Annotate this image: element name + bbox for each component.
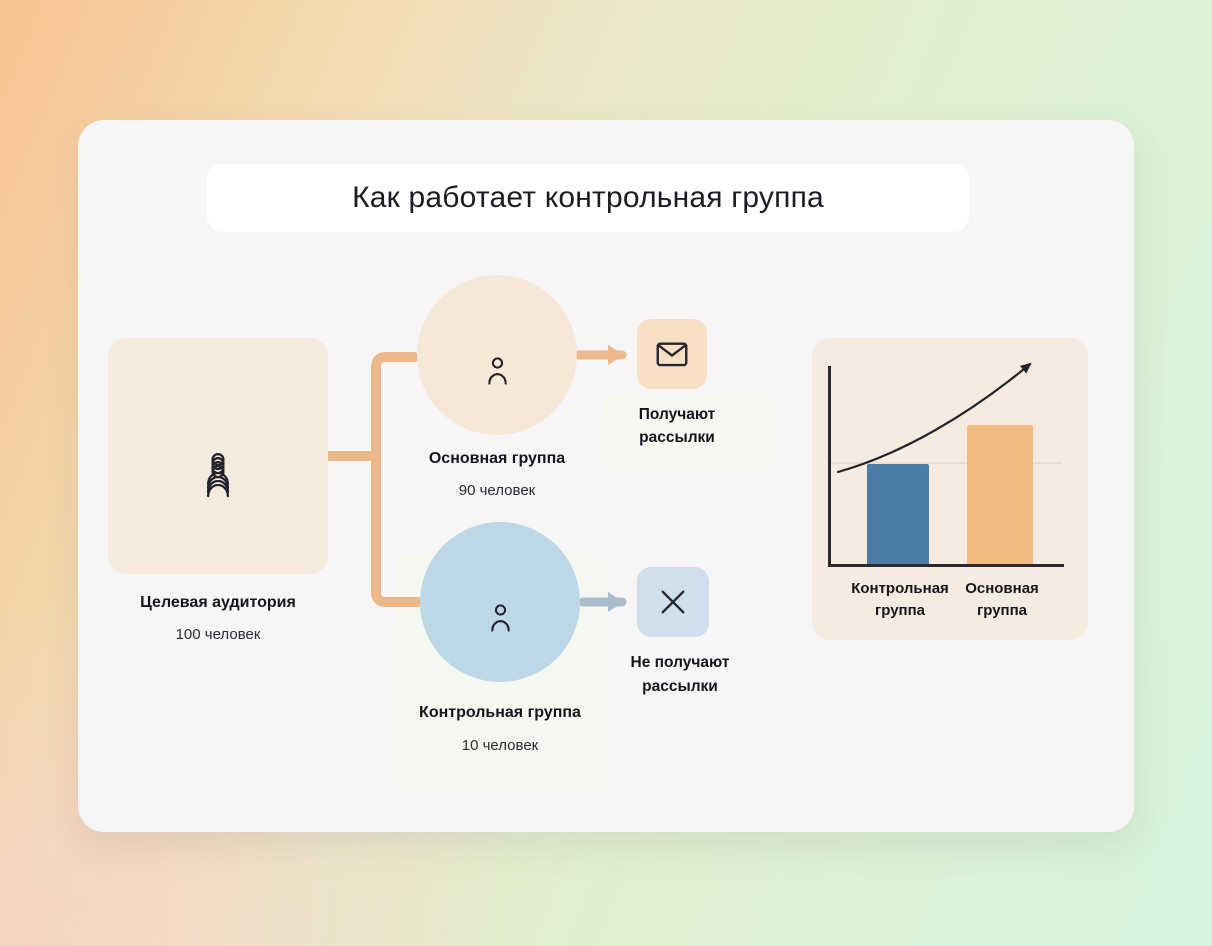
chart-x-axis bbox=[828, 564, 1064, 567]
title-box: Как работает контрольная группа bbox=[207, 164, 969, 232]
chart-y-axis bbox=[828, 366, 831, 566]
highlight-patch bbox=[604, 396, 776, 470]
control-group-bar bbox=[867, 464, 929, 564]
person-icon bbox=[487, 357, 507, 385]
chart-plot-area bbox=[830, 368, 1062, 564]
main-group-label: Основная группа bbox=[428, 450, 566, 467]
control-group-count: 10 человек bbox=[461, 737, 539, 754]
main-group-bar bbox=[967, 424, 1033, 564]
person-icon bbox=[490, 604, 510, 632]
person-icon bbox=[207, 465, 229, 498]
control-group-label: Контрольная группа bbox=[419, 704, 581, 721]
main-bar-label: Основная группа bbox=[965, 580, 1039, 619]
audience-count: 100 человек bbox=[175, 626, 261, 643]
trend-arrow-icon bbox=[836, 362, 1032, 474]
main-group-count: 90 человек bbox=[458, 482, 536, 499]
control-group-circle bbox=[420, 522, 580, 682]
audience-label: Целевая аудитория bbox=[140, 594, 296, 611]
flow-connector-layer bbox=[323, 345, 627, 612]
target-audience-box bbox=[108, 338, 328, 574]
page-title: Как работает контрольная группа bbox=[352, 181, 824, 214]
infographic-card: Как работает контрольная группа Целевая … bbox=[78, 120, 1134, 832]
cross-icon bbox=[661, 590, 685, 614]
audience-people-grid bbox=[108, 338, 328, 574]
chart-gridline bbox=[830, 462, 1062, 464]
envelope-icon bbox=[656, 342, 688, 367]
results-chart-card: Контрольная группа Основная группа bbox=[812, 338, 1088, 640]
control-bar-label: Контрольная группа bbox=[851, 580, 949, 619]
main-group-circle bbox=[417, 275, 577, 435]
control-outcome-label: Не получают рассылки bbox=[630, 654, 730, 695]
no-mailing-icon-box bbox=[637, 567, 709, 637]
mailing-icon-box bbox=[637, 319, 707, 389]
branch-split-connector bbox=[371, 352, 423, 607]
person-icon bbox=[207, 461, 229, 494]
main-outcome-label: Получают рассылки bbox=[638, 406, 716, 446]
